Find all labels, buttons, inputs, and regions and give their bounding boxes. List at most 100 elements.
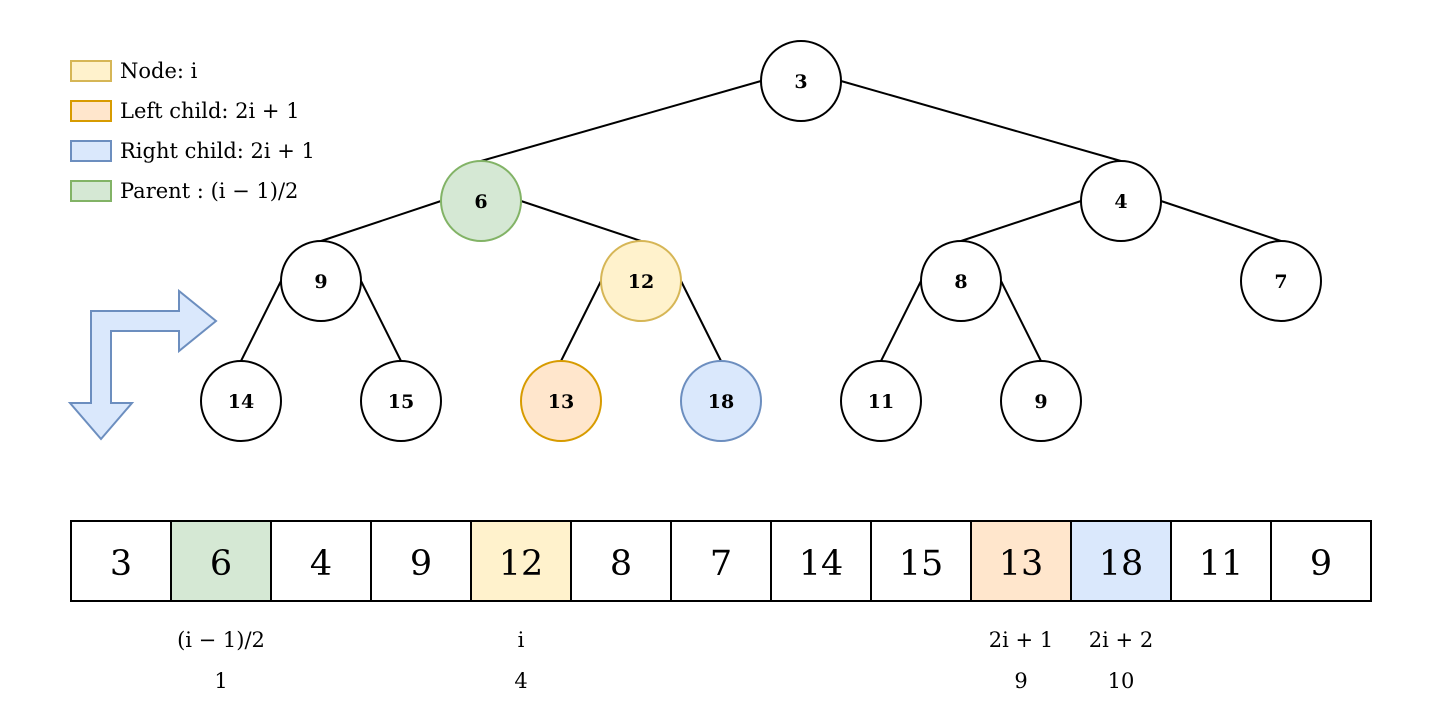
tree-node-label: 9 (314, 271, 327, 293)
tree-node-circle (360, 360, 442, 442)
tree-edge (960, 200, 1082, 242)
index-annotation: 2i + 2 10 (1089, 628, 1153, 693)
array-cell: 13 (970, 520, 1072, 602)
array-cell-value: 6 (210, 544, 232, 584)
tree-node-circle (280, 240, 362, 322)
tree-nodes: 3 6 4 9 12 8 7 14 15 13 18 11 9 (200, 40, 1322, 442)
array-cell-value: 8 (610, 544, 632, 584)
tree-node: 9 (1000, 360, 1082, 442)
tree-edges (240, 80, 1282, 362)
tree-node-label: 13 (548, 391, 574, 413)
annotation-index: 9 (1014, 669, 1027, 693)
array-cell-box (70, 520, 172, 602)
array-cell: 18 (1070, 520, 1172, 602)
array-cell-box (1270, 520, 1372, 602)
tree-node-circle (440, 160, 522, 242)
array-cell-value: 12 (499, 544, 544, 584)
legend-item: Node: i (70, 59, 198, 83)
tree-node-circle (1000, 360, 1082, 442)
array-cell-box (870, 520, 972, 602)
tree-edge (880, 280, 922, 362)
array-cell-box (170, 520, 272, 602)
array-cell: 7 (670, 520, 772, 602)
array-cell: 12 (470, 520, 572, 602)
array-cell: 9 (370, 520, 472, 602)
tree-edge (840, 80, 1122, 162)
tree-node-circle (200, 360, 282, 442)
tree-node-label: 6 (474, 191, 487, 213)
tree-node: 9 (280, 240, 362, 322)
tree-node-circle (1240, 240, 1322, 322)
tree-edge (520, 200, 642, 242)
legend-swatch (70, 100, 112, 122)
legend-label: Right child: 2i + 1 (120, 139, 315, 163)
array-cell-box (470, 520, 572, 602)
array-cell: 4 (270, 520, 372, 602)
array-cell: 6 (170, 520, 272, 602)
annotation-formula: i (518, 628, 525, 652)
index-annotation: (i − 1)/2 1 (177, 628, 265, 693)
tree-node-circle (760, 40, 842, 122)
array-cell: 15 (870, 520, 972, 602)
tree-edge (1000, 280, 1042, 362)
annotation-index: 1 (214, 669, 227, 693)
tree-node: 12 (600, 240, 682, 322)
legend-swatch (70, 140, 112, 162)
tree-edge (560, 280, 602, 362)
array-cell-box (770, 520, 872, 602)
annotation-formula: 2i + 2 (1089, 628, 1153, 652)
tree-node-label: 11 (868, 391, 894, 413)
array-cell-value: 7 (710, 544, 732, 584)
legend-label: Left child: 2i + 1 (120, 99, 300, 123)
tree-node-circle (920, 240, 1002, 322)
tree-node: 11 (840, 360, 922, 442)
tree-node-circle (520, 360, 602, 442)
annotation-formula: (i − 1)/2 (177, 628, 265, 652)
tree-node: 18 (680, 360, 762, 442)
array-cell-value: 11 (1199, 544, 1244, 584)
tree-node-label: 12 (628, 271, 654, 293)
turn-down-arrow-icon (67, 288, 218, 441)
legend: Node: i Left child: 2i + 1 Right child: 2i… (70, 59, 315, 203)
array-cell: 9 (1270, 520, 1372, 602)
index-annotation: 2i + 1 9 (989, 628, 1053, 693)
array-cell-value: 4 (310, 544, 332, 584)
array-cell-box (370, 520, 472, 602)
legend-swatch (70, 180, 112, 202)
annotation-index: 10 (1108, 669, 1135, 693)
tree-edge (240, 280, 282, 362)
tree-node: 13 (520, 360, 602, 442)
tree-node-label: 8 (954, 271, 967, 293)
tree-edge (320, 200, 442, 242)
tree-node: 4 (1080, 160, 1162, 242)
tree-edge (1160, 200, 1282, 242)
array-cell: 8 (570, 520, 672, 602)
array-cell-box (570, 520, 672, 602)
tree-node: 3 (760, 40, 842, 122)
array-cell-value: 3 (110, 544, 132, 584)
array-cell: 11 (1170, 520, 1272, 602)
tree-node-label: 9 (1034, 391, 1047, 413)
tree-edge (480, 80, 762, 162)
tree-edge (360, 280, 402, 362)
tree-node: 8 (920, 240, 1002, 322)
array-cell-value: 13 (999, 544, 1044, 584)
tree-node: 7 (1240, 240, 1322, 322)
array-cell-box (1170, 520, 1272, 602)
array-cell-box (670, 520, 772, 602)
tree-node-label: 14 (228, 391, 254, 413)
tree-node: 15 (360, 360, 442, 442)
tree-node-label: 18 (708, 391, 734, 413)
tree-node-circle (680, 360, 762, 442)
annotation-formula: 2i + 1 (989, 628, 1053, 652)
legend-item: Left child: 2i + 1 (70, 99, 300, 123)
array-cell-value: 9 (410, 544, 432, 584)
legend-label: Node: i (120, 59, 198, 83)
legend-label: Parent : (i − 1)/2 (120, 179, 298, 203)
annotation-index: 4 (514, 669, 527, 693)
legend-swatch (70, 60, 112, 82)
legend-item: Parent : (i − 1)/2 (70, 179, 298, 203)
index-annotation: i4 (514, 628, 527, 693)
